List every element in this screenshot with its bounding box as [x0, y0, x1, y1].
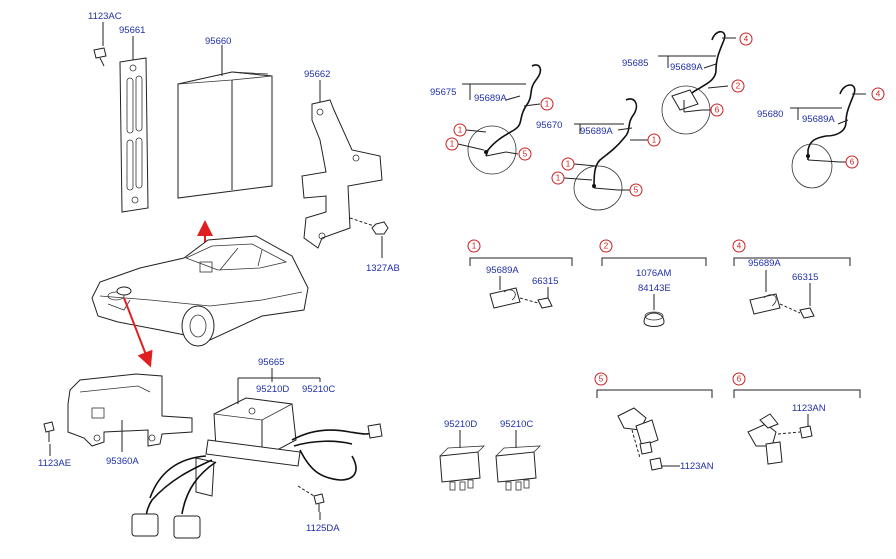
car-illustration [91, 235, 309, 347]
screw-66315-detail-4 [779, 303, 815, 319]
sensor-detail-6 [747, 413, 801, 465]
callout-6-a: 6 [710, 103, 724, 117]
wiring-95685 [661, 30, 726, 135]
bolt-1123AN-detail-6 [799, 425, 813, 439]
label-66315-detail-4: 66315 [792, 272, 818, 283]
label-95661: 95661 [119, 25, 145, 36]
label-95689A-95685: 95689A [670, 62, 703, 73]
bracket-95360A [67, 373, 193, 447]
label-95210D-b: 95210D [444, 419, 477, 430]
callout-5-a: 5 [518, 147, 532, 161]
callout-4-a: 4 [739, 32, 753, 46]
label-95210C-b: 95210C [500, 419, 533, 430]
svg-text:1: 1 [566, 160, 571, 169]
bolt-1123AE [43, 421, 55, 442]
label-95689A-95680: 95689A [802, 114, 835, 125]
svg-text:5: 5 [634, 186, 639, 195]
label-95670: 95670 [536, 120, 562, 131]
svg-text:2: 2 [736, 82, 741, 91]
label-95360A: 95360A [106, 456, 139, 467]
svg-text:1: 1 [450, 140, 455, 149]
svg-text:2: 2 [604, 242, 609, 251]
label-95689A-detail-4: 95689A [748, 258, 781, 269]
wiring-95670 [573, 98, 638, 211]
callout-1-d: 1 [647, 133, 661, 147]
bracket-95661 [119, 57, 149, 213]
callout-1-f: 1 [551, 171, 565, 185]
callout-1-c: 1 [445, 137, 459, 151]
relay-box-95665 [195, 397, 301, 497]
svg-text:5: 5 [599, 375, 604, 384]
svg-text:1: 1 [458, 126, 463, 135]
svg-text:1: 1 [556, 174, 561, 183]
label-95660: 95660 [205, 36, 231, 47]
label-1123AN-detail-6: 1123AN [792, 403, 826, 414]
svg-text:6: 6 [737, 375, 742, 384]
screw-66315-detail-1 [519, 297, 553, 309]
label-1076AM: 1076AM [636, 268, 671, 279]
relay-95210D [439, 445, 486, 491]
clip-95689A-detail-4 [749, 293, 781, 315]
detail-4-header: 4 [732, 239, 851, 266]
svg-text:4: 4 [737, 242, 742, 251]
label-95689A-detail-1: 95689A [486, 265, 519, 276]
label-1327AB: 1327AB [366, 263, 400, 274]
detail-2-header: 2 [599, 239, 707, 266]
detail-5-header: 5 [594, 372, 713, 398]
wire-harness [131, 423, 383, 539]
label-95689A-95670: 95689A [580, 126, 613, 137]
grommet-detail-2 [643, 311, 665, 327]
svg-text:1: 1 [472, 242, 477, 251]
svg-text:6: 6 [715, 106, 720, 115]
label-95210C-a: 95210C [302, 384, 335, 395]
label-1123AN-detail-5: 1123AN [680, 461, 714, 472]
callout-5-b: 5 [629, 183, 643, 197]
svg-text:6: 6 [850, 158, 855, 167]
label-84143E: 84143E [638, 283, 671, 294]
bolt-1123AN-detail-5 [649, 457, 663, 471]
bolt-1125DA [297, 485, 325, 512]
arrow-to-relay-assembly [123, 297, 153, 368]
sensor-detail-5 [617, 407, 659, 459]
svg-text:5: 5 [523, 150, 528, 159]
callout-4-b: 4 [871, 87, 885, 101]
label-1123AE: 1123AE [38, 458, 71, 469]
label-66315-detail-1: 66315 [532, 276, 558, 287]
label-95675: 95675 [430, 87, 456, 98]
clip-95689A-detail-1 [489, 287, 521, 309]
ecu-box-95660 [177, 71, 273, 199]
callout-6-b: 6 [845, 155, 859, 169]
label-95680: 95680 [757, 109, 783, 120]
svg-text:4: 4 [744, 35, 749, 44]
label-1125DA: 1125DA [306, 523, 340, 534]
label-1123AC: 1123AC [88, 11, 122, 22]
svg-text:1: 1 [652, 136, 657, 145]
label-95689A-95675: 95689A [474, 93, 507, 104]
callout-1-b: 1 [453, 123, 467, 137]
bolt-1123AC [93, 47, 107, 67]
svg-text:1: 1 [545, 100, 550, 109]
relay-95210C [495, 445, 542, 491]
label-95662: 95662 [304, 69, 330, 80]
label-95210D-a: 95210D [256, 384, 289, 395]
callout-1-a: 1 [540, 97, 554, 111]
label-95685: 95685 [622, 58, 648, 69]
detail-1-header: 1 [467, 239, 573, 266]
detail-6-header: 6 [732, 372, 861, 398]
label-95665: 95665 [258, 357, 284, 368]
wiring-95680 [791, 84, 856, 189]
svg-text:4: 4 [876, 90, 881, 99]
nut-1327AB [349, 217, 389, 235]
bracket-95662 [301, 99, 383, 249]
callout-1-e: 1 [561, 157, 575, 171]
callout-2-a: 2 [731, 79, 745, 93]
